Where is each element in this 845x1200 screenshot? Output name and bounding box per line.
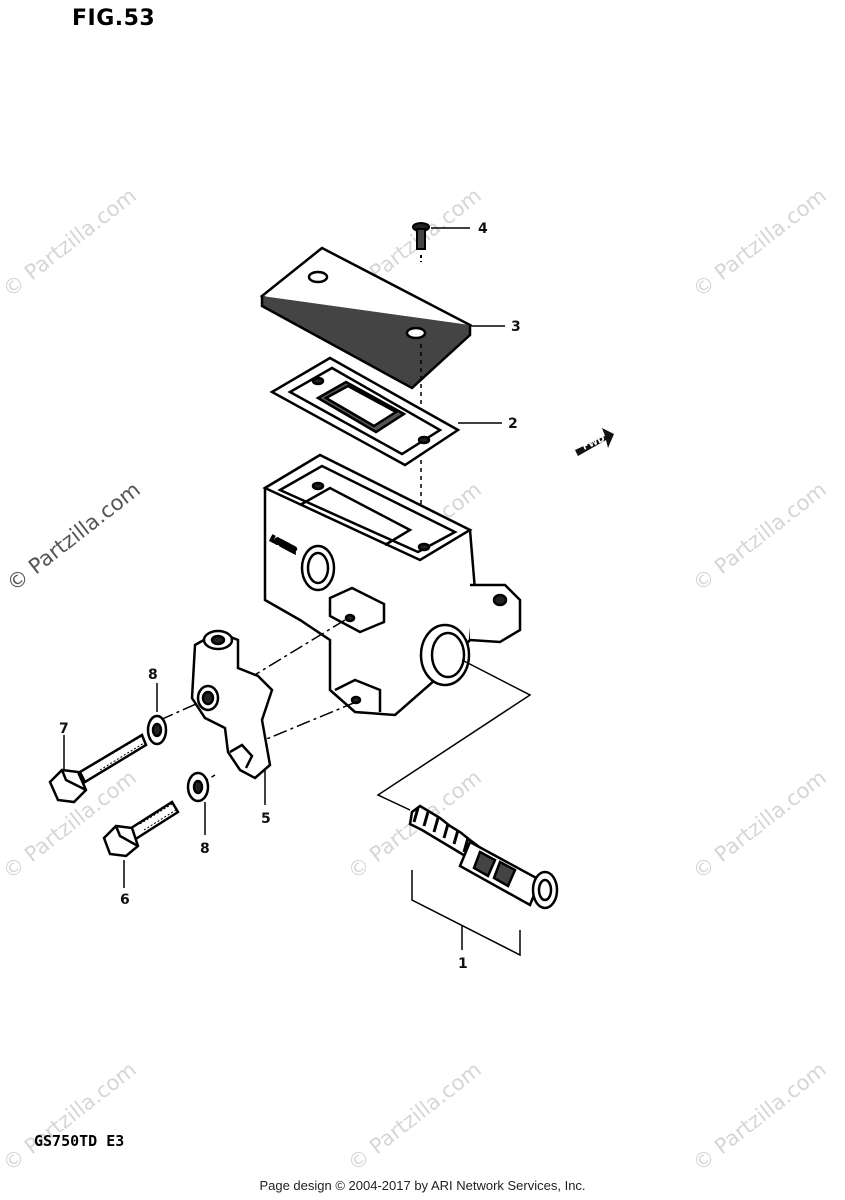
callout-3: 3 (511, 319, 521, 335)
watermark: © Partzilla.com (343, 1057, 485, 1176)
watermark: © Partzilla.com (688, 477, 830, 596)
forward-arrow-icon: FWD (575, 428, 614, 456)
long-bolt-part (48, 733, 148, 804)
forward-arrow-label: FWD (581, 434, 607, 453)
callout-2: 2 (508, 416, 518, 432)
model-code: GS750TD E3 (34, 1132, 125, 1150)
master-cylinder-body: LOWER (262, 453, 522, 717)
watermark: © Partzilla.com (688, 1057, 830, 1176)
callout-7: 7 (59, 721, 69, 737)
callout-6: 6 (120, 892, 130, 908)
piston-guide-lines (376, 659, 532, 811)
diaphragm-part (269, 356, 461, 540)
watermark: © Partzilla.com (0, 183, 141, 302)
callout-1: 1 (458, 956, 468, 972)
watermark: © Partzilla.com (0, 1057, 141, 1176)
short-bolt-part (102, 800, 180, 858)
callout-8: 8 (200, 841, 210, 857)
screw-part (412, 222, 430, 262)
watermark: © Partzilla.com (688, 183, 830, 302)
callout-leaders (63, 227, 505, 888)
reservoir-cap-part (259, 246, 473, 420)
callout-5: 5 (261, 811, 271, 827)
holder-part (190, 629, 274, 780)
watermark: © Partzilla.com (2, 477, 144, 596)
piston-set-part (408, 804, 559, 957)
callout-8: 8 (148, 667, 158, 683)
callout-labels: 1 2 3 4 5 6 7 8 8 (59, 221, 521, 972)
callout-4: 4 (478, 221, 488, 237)
watermark: © Partzilla.com (688, 765, 830, 884)
figure-title: FIG.53 (72, 6, 156, 31)
washer-part-lower (186, 771, 210, 803)
footer-copyright: Page design © 2004-2017 by ARI Network S… (259, 1178, 586, 1193)
washer-part-upper (146, 714, 168, 746)
